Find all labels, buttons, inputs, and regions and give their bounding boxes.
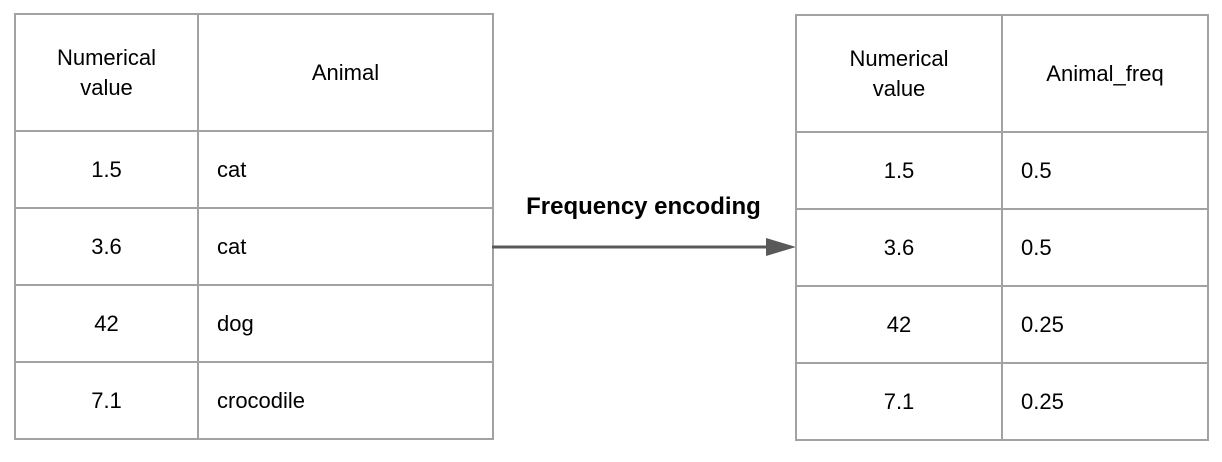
- table-cell-animal: dog: [197, 284, 494, 363]
- table-cell-animal-freq: 0.5: [1001, 208, 1209, 287]
- table-cell-animal: crocodile: [197, 361, 494, 440]
- input-table: Numerical value Animal 1.5 cat 3.6 cat 4…: [14, 13, 494, 440]
- table-cell-numerical-value: 1.5: [795, 131, 1003, 210]
- table-cell-numerical-value: 42: [14, 284, 199, 363]
- table-cell-numerical-value: 1.5: [14, 130, 199, 209]
- table-row: 42 0.25: [795, 285, 1209, 364]
- table-cell-animal: cat: [197, 207, 494, 286]
- table-row: 3.6 0.5: [795, 208, 1209, 287]
- table-cell-numerical-value: 3.6: [14, 207, 199, 286]
- table-row: 7.1 0.25: [795, 362, 1209, 441]
- table-row: 3.6 cat: [14, 207, 494, 286]
- table-row: 42 dog: [14, 284, 494, 363]
- header-row: Numerical value Animal: [14, 13, 494, 132]
- right-arrow-icon: [492, 238, 796, 256]
- column-header-numerical-value: Numerical value: [14, 13, 199, 132]
- column-header-label: Animal_freq: [1046, 60, 1164, 86]
- encoded-table: Numerical value Animal_freq 1.5 0.5 3.6 …: [795, 14, 1209, 441]
- column-header-animal-freq: Animal_freq: [1001, 14, 1209, 133]
- column-header-label: Numerical value: [849, 45, 949, 101]
- arrow-label: Frequency encoding: [526, 193, 761, 220]
- table-cell-numerical-value: 7.1: [14, 361, 199, 440]
- table-cell-animal-freq: 0.5: [1001, 131, 1209, 210]
- column-header-label: Animal: [311, 59, 380, 85]
- table-cell-animal-freq: 0.25: [1001, 362, 1209, 441]
- table-row: 1.5 cat: [14, 130, 494, 209]
- table-cell-numerical-value: 3.6: [795, 208, 1003, 287]
- column-header-numerical-value: Numerical value: [795, 14, 1003, 133]
- table-cell-animal: cat: [197, 130, 494, 209]
- column-header-animal: Animal: [197, 13, 494, 132]
- table-row: 7.1 crocodile: [14, 361, 494, 440]
- table-cell-numerical-value: 7.1: [795, 362, 1003, 441]
- table-row: 1.5 0.5: [795, 131, 1209, 210]
- table-cell-numerical-value: 42: [795, 285, 1003, 364]
- table-cell-animal-freq: 0.25: [1001, 285, 1209, 364]
- header-row: Numerical value Animal_freq: [795, 14, 1209, 133]
- column-header-label: Numerical value: [56, 44, 157, 100]
